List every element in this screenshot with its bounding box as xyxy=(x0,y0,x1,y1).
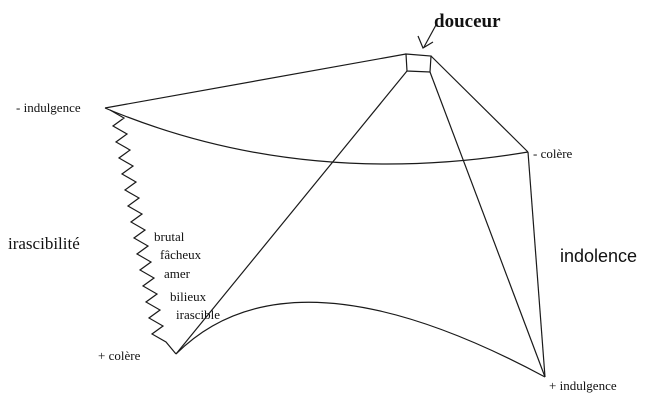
scale-term-bilieux: bilieux xyxy=(170,289,207,304)
plus-colere-label: + colère xyxy=(98,348,141,363)
edge-apex-to-plus-colere xyxy=(175,70,408,355)
arc-indulgence-to-colere xyxy=(104,107,529,165)
apex-square xyxy=(405,53,432,73)
edge-apex-to-plus-indulgence xyxy=(429,71,546,378)
edge-indulgence-to-apex xyxy=(104,53,407,109)
scale-term-brutal: brutal xyxy=(154,229,185,244)
douceur-label: douceur xyxy=(434,11,501,32)
douceur-arrow-shaft xyxy=(423,24,437,48)
arc-plus-colere-to-plus-indulgence xyxy=(175,301,546,378)
minus-colere-label: - colère xyxy=(533,146,573,161)
douceur-arrow-head xyxy=(417,35,434,49)
indolence-label: indolence xyxy=(560,246,637,266)
scale-term-amer: amer xyxy=(164,266,191,281)
irascibilite-label: irascibilité xyxy=(8,234,80,253)
edge-apex-to-colere xyxy=(430,55,529,153)
scale-term-facheux: fâcheux xyxy=(160,247,202,262)
minus-indulgence-label: - indulgence xyxy=(16,100,81,115)
irascibility-zigzag xyxy=(109,109,177,355)
scale-term-irascible: irascible xyxy=(176,307,220,322)
plus-indulgence-label: + indulgence xyxy=(549,378,617,393)
edge-colere-to-plus-indulgence xyxy=(527,151,546,378)
